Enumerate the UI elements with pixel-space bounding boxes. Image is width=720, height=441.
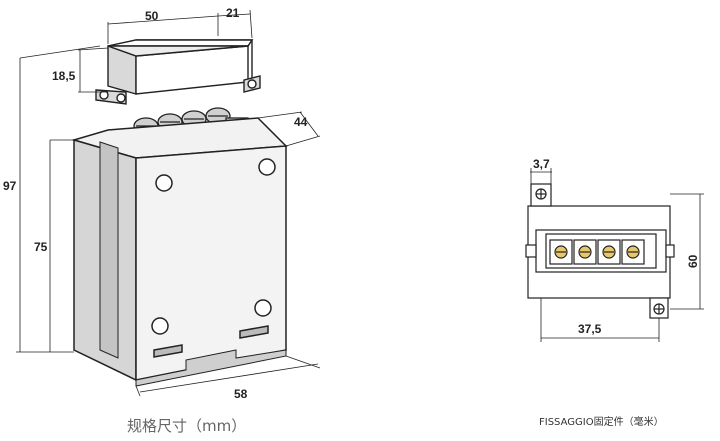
terminal-cover-box (95, 39, 261, 105)
dim-body-depth: 44 (294, 115, 308, 129)
caption-dimensions-mm: 规格尺寸（mm） (127, 417, 247, 435)
dim-mount-width: 37,5 (578, 322, 602, 336)
mounting-hole (151, 317, 169, 335)
dim-box-height: 18,5 (52, 69, 76, 83)
mount-dimension-lines (530, 168, 704, 342)
mounting-hole (254, 299, 272, 317)
dim-total-height: 97 (3, 179, 17, 193)
dim-screw-spacing: 3,7 (533, 157, 550, 171)
mounting-front-view: 3,7 60 37,5 (525, 157, 704, 342)
dim-body-width: 58 (234, 387, 248, 401)
dim-mount-height: 60 (686, 254, 700, 268)
caption-fixing-mm: FISSAGGIO固定件（毫米） (539, 417, 664, 428)
mounting-hole (258, 158, 276, 176)
terminal-cell (597, 239, 621, 265)
dim-top-depth: 21 (226, 6, 240, 20)
dim-top-width: 50 (145, 9, 159, 23)
mounting-hole (155, 174, 173, 192)
dim-body-height: 75 (34, 240, 48, 254)
transformer-body (71, 117, 288, 387)
terminal-cell (573, 239, 597, 265)
terminal-cell (621, 239, 645, 265)
transformer-isometric-view: 50 21 18,5 97 75 44 58 (3, 6, 321, 401)
dimension-lines (16, 9, 321, 397)
terminal-cell (549, 239, 573, 265)
